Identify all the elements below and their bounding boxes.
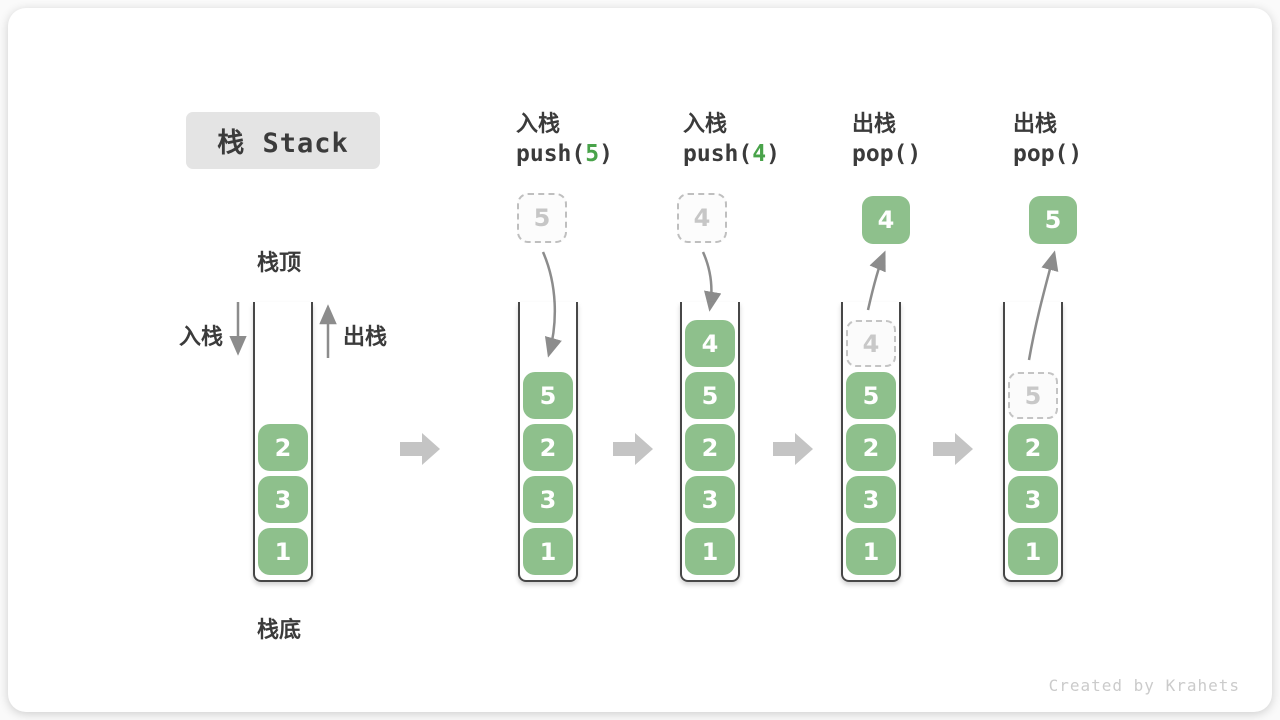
stack-cell: 1 [1008, 528, 1058, 575]
stack-cell: 1 [685, 528, 735, 575]
code-suffix: ) [599, 141, 613, 167]
floating-box: 5 [1029, 196, 1077, 244]
stack-cell: 2 [258, 424, 308, 471]
stack-cell: 3 [846, 476, 896, 523]
code-suffix: ) [766, 141, 780, 167]
code-prefix: pop( [1013, 141, 1069, 167]
stack-cell: 5 [846, 372, 896, 419]
operation-code: pop() [852, 141, 921, 167]
stack-cell: 3 [258, 476, 308, 523]
code-prefix: push( [683, 141, 753, 167]
code-argument: 4 [752, 141, 767, 167]
next-state-arrow-icon [400, 433, 440, 465]
next-state-arrow-icon [933, 433, 973, 465]
operation-code: push(4) [683, 141, 780, 167]
stack-cell: 2 [1008, 424, 1058, 471]
title-text: 栈 Stack [217, 128, 349, 159]
stack-cell: 1 [846, 528, 896, 575]
stack-cell: 5 [523, 372, 573, 419]
code-argument: 5 [585, 141, 600, 167]
stack-cell: 2 [846, 424, 896, 471]
stack-cell: 3 [685, 476, 735, 523]
code-prefix: push( [516, 141, 586, 167]
operation-code: push(5) [516, 141, 613, 167]
title-badge: 栈 Stack [186, 112, 380, 169]
stack-cell: 3 [1008, 476, 1058, 523]
watermark: Created by Krahets [1048, 676, 1240, 695]
push-legend-label: 入栈 [179, 324, 224, 349]
stack-cell: 3 [523, 476, 573, 523]
stack-cell-ghost: 5 [1008, 372, 1058, 419]
operation-label: 出栈 [852, 111, 897, 136]
next-state-arrow-icon [613, 433, 653, 465]
code-prefix: pop( [852, 141, 908, 167]
operation-label: 入栈 [516, 111, 561, 136]
floating-box: 4 [677, 193, 727, 243]
stack-top-label: 栈顶 [257, 250, 302, 275]
stack-container [1003, 302, 1063, 582]
code-suffix: ) [1068, 141, 1083, 167]
code-suffix: ) [907, 141, 922, 167]
stack-container [680, 302, 740, 582]
stack-container [841, 302, 901, 582]
stack-bottom-label: 栈底 [257, 617, 302, 642]
operation-label: 出栈 [1013, 111, 1058, 136]
stack-container [253, 302, 313, 582]
operation-code: pop() [1013, 141, 1082, 167]
stack-cell-ghost: 4 [846, 320, 896, 367]
floating-box: 5 [517, 193, 567, 243]
stack-cell: 2 [523, 424, 573, 471]
pop-legend-label: 出栈 [343, 324, 388, 349]
floating-box: 4 [862, 196, 910, 244]
stack-cell: 4 [685, 320, 735, 367]
stack-cell: 1 [258, 528, 308, 575]
operation-label: 入栈 [683, 111, 728, 136]
stack-cell: 5 [685, 372, 735, 419]
next-state-arrow-icon [773, 433, 813, 465]
stack-cell: 1 [523, 528, 573, 575]
stack-container [518, 302, 578, 582]
stack-cell: 2 [685, 424, 735, 471]
